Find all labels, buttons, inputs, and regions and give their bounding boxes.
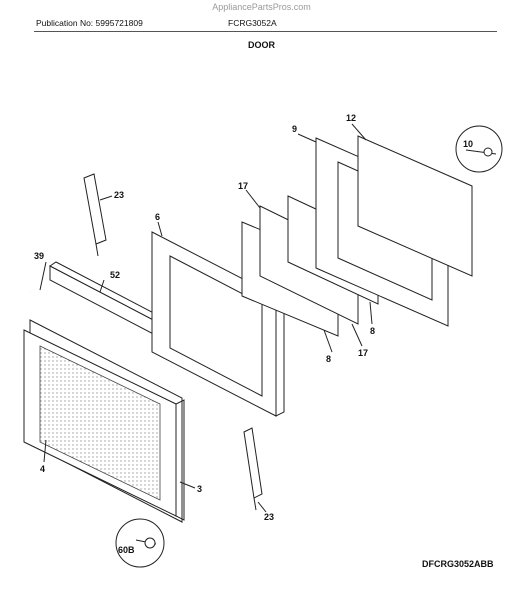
diagram-code: DFCRG3052ABB [422,559,494,569]
callout-4: 4 [40,464,45,474]
callout-23-upper: 23 [114,190,124,200]
callout-12: 12 [346,113,356,123]
detail-screw-60b [115,518,165,568]
callout-8-lower: 8 [326,354,331,364]
callout-3: 3 [197,484,202,494]
callout-39: 39 [34,251,44,261]
hinge-upper [83,173,107,257]
section-title: DOOR [248,40,275,50]
publication-number: Publication No: 5995721809 [36,18,143,28]
detail-screw-10 [455,125,503,173]
callout-23-lower: 23 [264,512,274,522]
callout-17-upper: 17 [238,181,248,191]
outer-door-panel [23,319,185,523]
callout-60b: 60B [118,545,135,555]
callout-6: 6 [155,212,160,222]
callout-52: 52 [110,270,120,280]
door-liner [315,135,473,327]
watermark: AppliancePartsPros.com [212,2,311,12]
hinge-lower [243,427,263,511]
model-number: FCRG3052A [228,18,277,28]
callout-8-right: 8 [370,326,375,336]
callout-17-lower: 17 [358,348,368,358]
callout-9: 9 [292,124,297,134]
leader-lines [39,123,373,513]
callout-10: 10 [463,139,473,149]
inner-door-frame [151,231,285,417]
header-rule [34,31,497,32]
